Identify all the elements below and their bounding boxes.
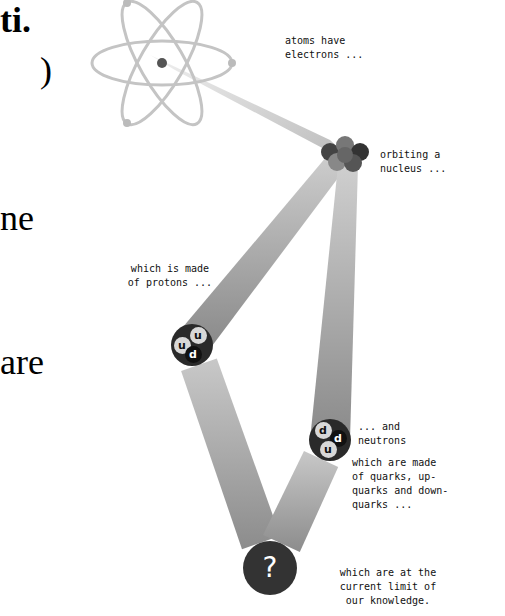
particle-circle: ddu (309, 419, 351, 461)
slide-text-fragment: are (0, 342, 44, 382)
slide-text-fragment: ) (40, 50, 52, 90)
quark-label: u (320, 441, 337, 458)
atom-nucleus (157, 58, 167, 68)
quark-label: d (185, 346, 202, 363)
question-mark: ? (243, 541, 297, 595)
step-caption: ... and neutrons (358, 420, 420, 448)
zoom-beam (263, 451, 338, 552)
zoom-beam (310, 165, 358, 440)
quark-label: d (315, 422, 332, 439)
zoom-beam (181, 359, 280, 550)
step-caption: orbiting a nucleus ... (380, 148, 466, 176)
step-caption: which are at the current limit of our kn… (330, 566, 446, 608)
unknown-circle: ? (243, 541, 297, 595)
atom (92, 0, 232, 135)
step-caption: which is made of protons ... (124, 262, 216, 290)
nucleus-blob (321, 136, 369, 172)
electron (123, 0, 236, 127)
step-caption: which are made of quarks, up-quarks and … (352, 456, 452, 512)
slide-text-fragment: ti. (0, 0, 31, 40)
step-caption: atoms have electrons ... (285, 34, 371, 62)
quark-label: u (190, 327, 207, 344)
slide-text-fragment: ne (0, 198, 34, 238)
particle-circle: uud (171, 324, 213, 366)
